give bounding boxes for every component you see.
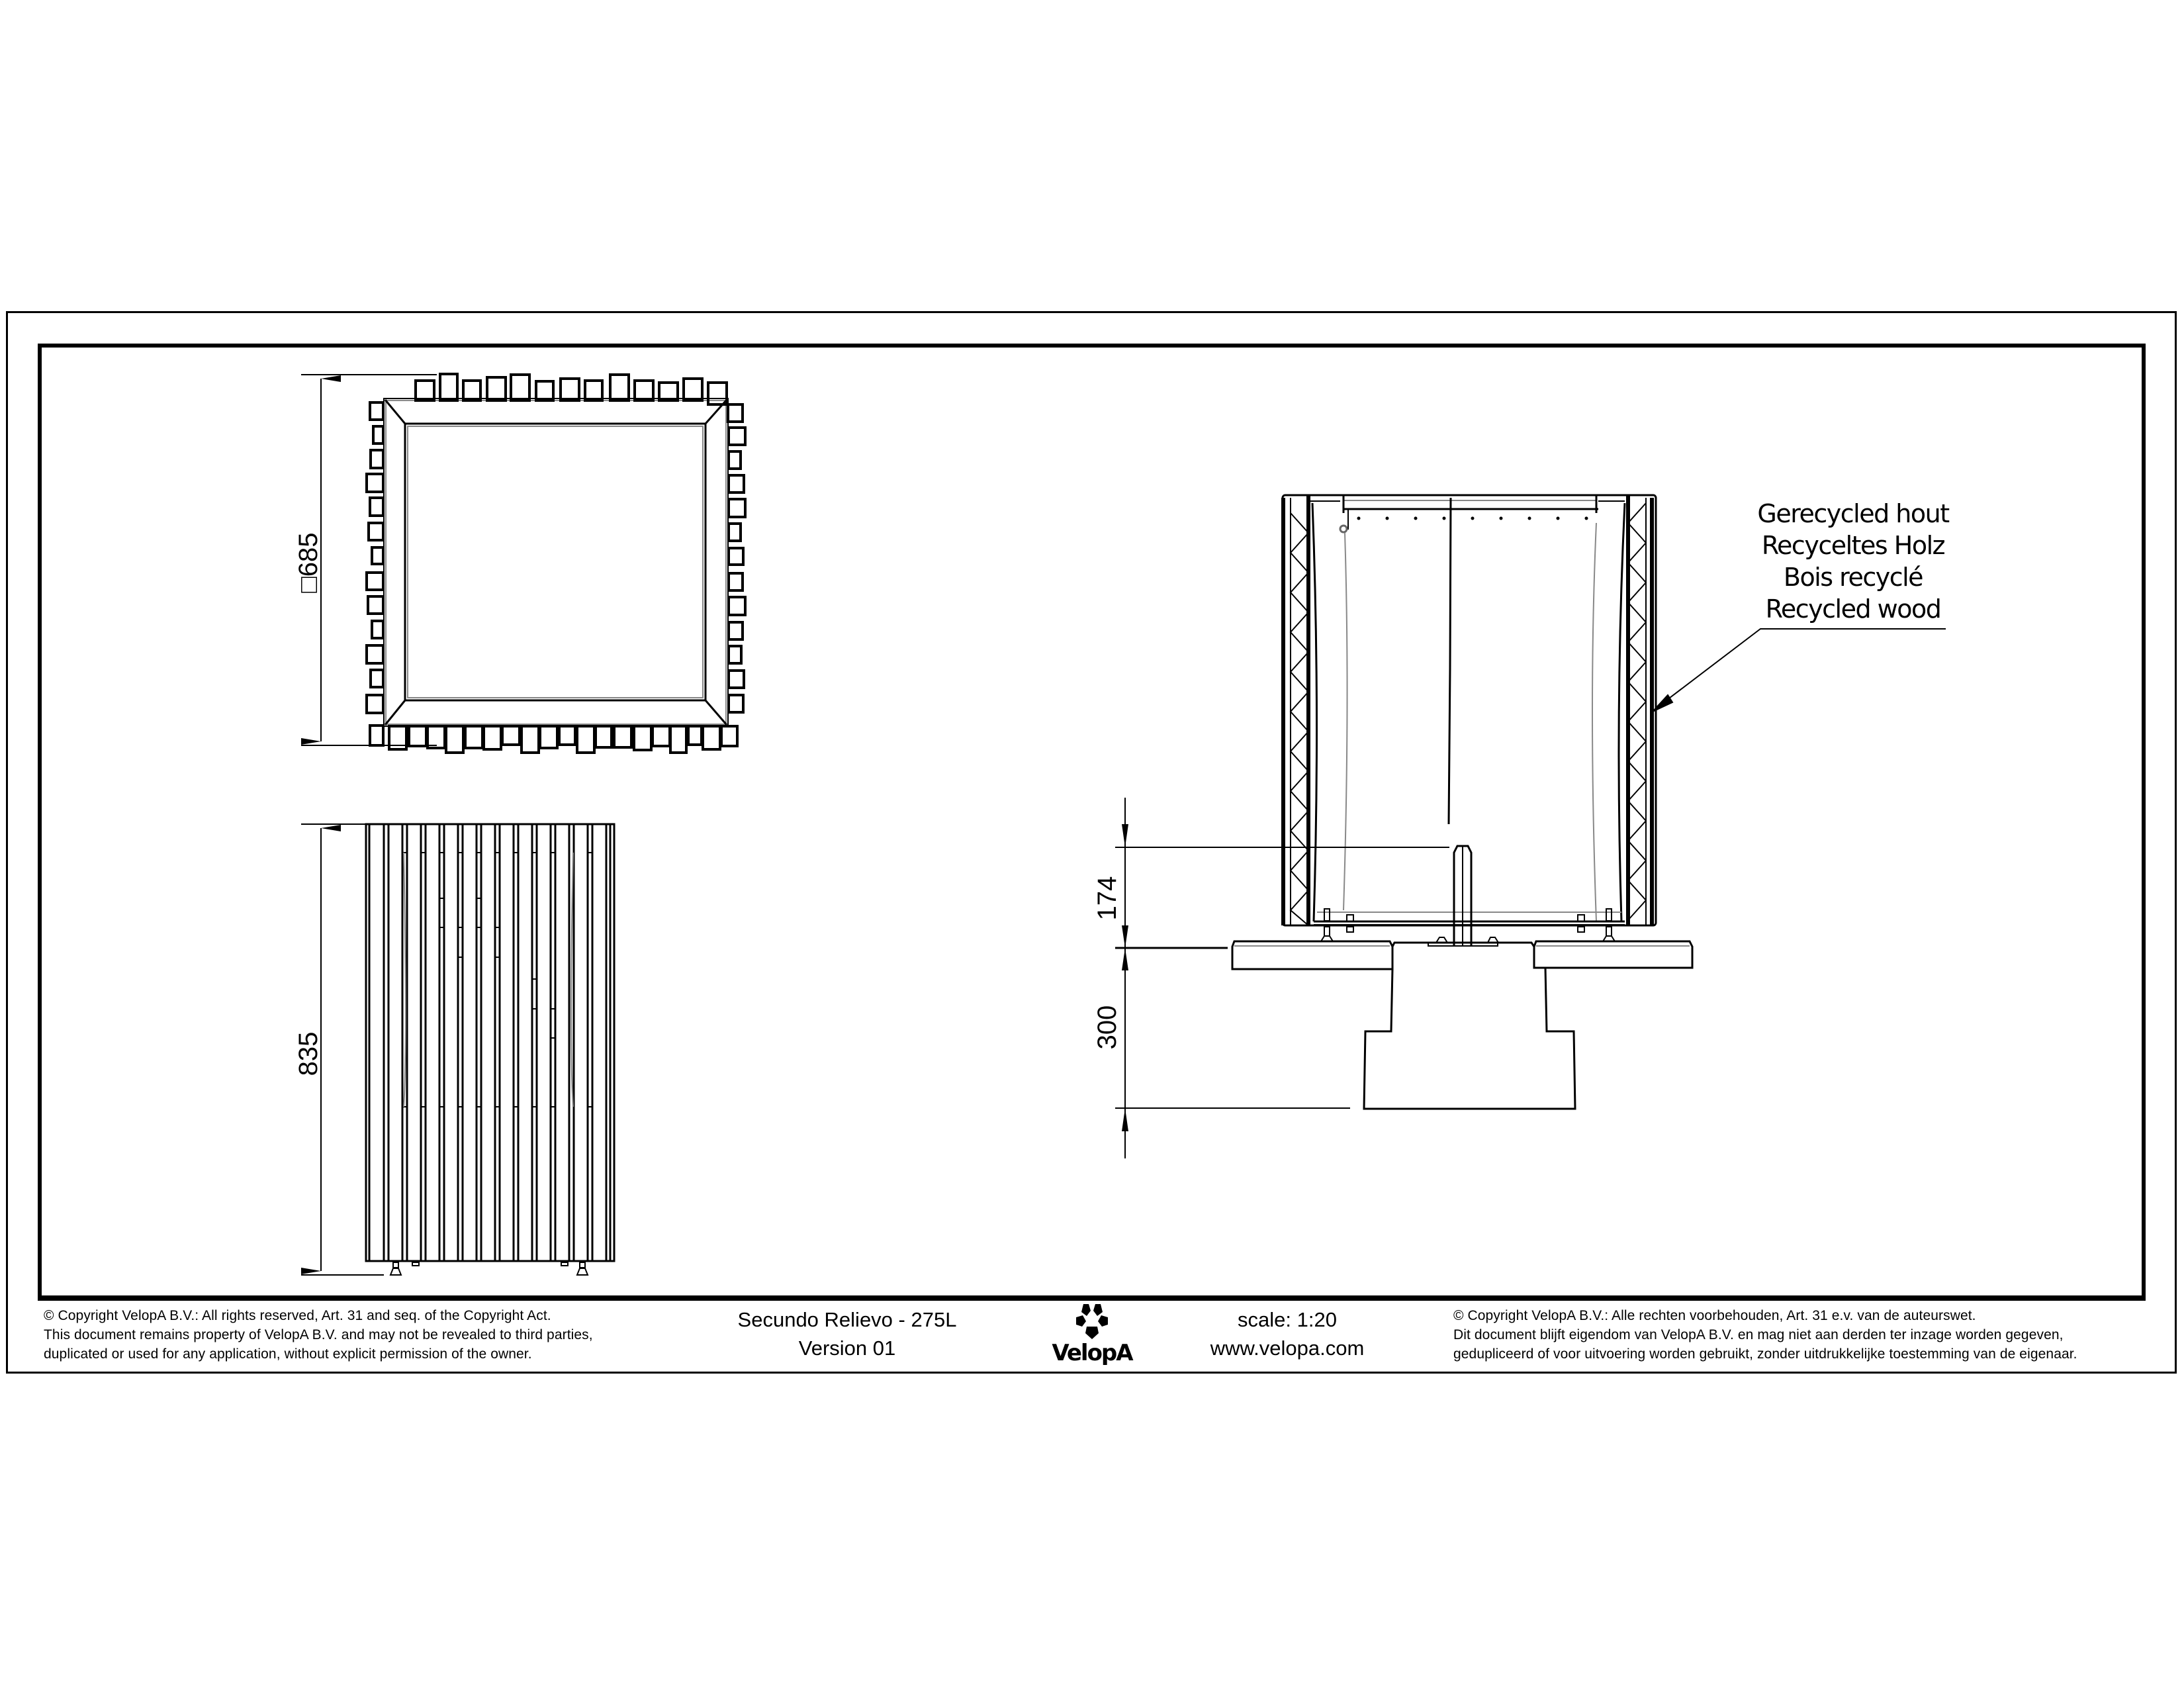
copyright-nl-line: © Copyright VelopA B.V.: Alle rechten vo… bbox=[1453, 1308, 1976, 1323]
front-view-dimension-label: 835 bbox=[294, 1032, 323, 1076]
material-note-line-en: Recycled wood bbox=[1765, 594, 1942, 624]
version-label: Version 01 bbox=[798, 1336, 896, 1360]
product-name: Secundo Relievo - 275L bbox=[737, 1308, 957, 1331]
scale-label: scale: 1:20 bbox=[1238, 1308, 1337, 1331]
copyright-en-line: This document remains property of VelopA… bbox=[44, 1327, 593, 1342]
section-upper-dimension-label: 174 bbox=[1093, 876, 1122, 921]
front-view bbox=[301, 823, 615, 1276]
copyright-en-line: © Copyright VelopA B.V.: All rights rese… bbox=[44, 1308, 551, 1323]
copyright-notice-english: © Copyright VelopA B.V.: All rights rese… bbox=[44, 1306, 593, 1364]
sheet-outer-border bbox=[6, 311, 2177, 1374]
velopa-logo: VelopA bbox=[1046, 1303, 1138, 1369]
top-view bbox=[301, 373, 747, 754]
section-lower-dimension-label: 300 bbox=[1093, 1006, 1122, 1050]
velopa-flower-logo-icon bbox=[1076, 1304, 1108, 1339]
scale-block: scale: 1:20 www.velopa.com bbox=[1185, 1305, 1390, 1362]
material-note-line-nl: Gerecycled hout bbox=[1757, 499, 1950, 528]
material-note: Gerecycled hout Recyceltes Holz Bois rec… bbox=[1721, 498, 1985, 625]
copyright-nl-line: Dit document blijft eigendom van VelopA … bbox=[1453, 1327, 2064, 1342]
logo-text: VelopA bbox=[1052, 1340, 1133, 1366]
product-title-block: Secundo Relievo - 275L Version 01 bbox=[715, 1305, 979, 1362]
section-view bbox=[1115, 494, 1946, 1158]
copyright-nl-line: gedupliceerd of voor uitvoering worden g… bbox=[1453, 1346, 2077, 1362]
copyright-notice-dutch: © Copyright VelopA B.V.: Alle rechten vo… bbox=[1453, 1306, 2077, 1364]
material-note-line-de: Recyceltes Holz bbox=[1761, 531, 1946, 560]
copyright-en-line: duplicated or used for any application, … bbox=[44, 1346, 532, 1362]
website-link[interactable]: www.velopa.com bbox=[1210, 1336, 1365, 1360]
material-note-line-fr: Bois recyclé bbox=[1783, 563, 1924, 592]
top-view-dimension-label: □685 bbox=[294, 533, 323, 593]
